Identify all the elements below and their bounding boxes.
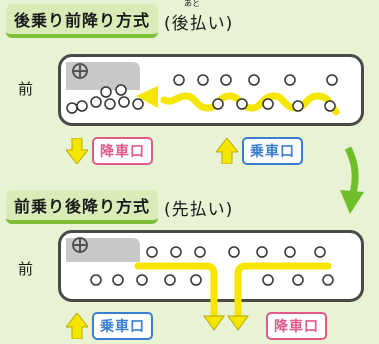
up-arrow-icon <box>216 138 238 164</box>
bottom-seats <box>90 246 334 286</box>
bottom-enter-label: 乗車口 <box>92 312 153 340</box>
top-flow-arrowhead <box>136 86 158 108</box>
steering-wheel-icon <box>72 237 88 253</box>
top-title: 後乗り前降り方式 <box>6 4 159 38</box>
top-ruby: あと <box>184 0 201 8</box>
top-driver-area <box>66 62 140 90</box>
bottom-title-row: 前乗り後降り方式 (先払い) <box>6 190 234 224</box>
bottom-exit-door: 降車口 <box>262 312 327 340</box>
steering-wheel-icon <box>72 63 88 79</box>
top-enter-label: 乗車口 <box>242 137 303 165</box>
bottom-flow-paths <box>134 262 332 322</box>
top-seats <box>66 74 338 114</box>
down-arrow-icon <box>227 315 249 331</box>
up-arrow-icon <box>66 313 88 339</box>
top-title-row: 後乗り前降り方式 あと (後払い) <box>6 0 234 38</box>
top-flow-path <box>160 92 340 116</box>
transition-arrow-icon <box>340 146 364 214</box>
down-arrow-icon <box>66 138 88 164</box>
top-front-label: 前 <box>18 80 34 98</box>
bottom-exit-label: 降車口 <box>266 312 327 340</box>
top-enter-door: 乗車口 <box>216 137 303 165</box>
top-subtitle: あと (後払い) <box>164 0 234 34</box>
down-arrow-icon <box>203 315 225 331</box>
top-subtitle-text: (後払い) <box>164 13 234 34</box>
bottom-front-label: 前 <box>18 260 34 278</box>
bottom-enter-door: 乗車口 <box>66 312 153 340</box>
top-exit-door: 降車口 <box>66 137 153 165</box>
bottom-driver-area <box>66 238 140 262</box>
bottom-title: 前乗り後降り方式 <box>6 190 159 224</box>
bottom-subtitle: (先払い) <box>164 199 234 220</box>
top-exit-label: 降車口 <box>92 137 153 165</box>
